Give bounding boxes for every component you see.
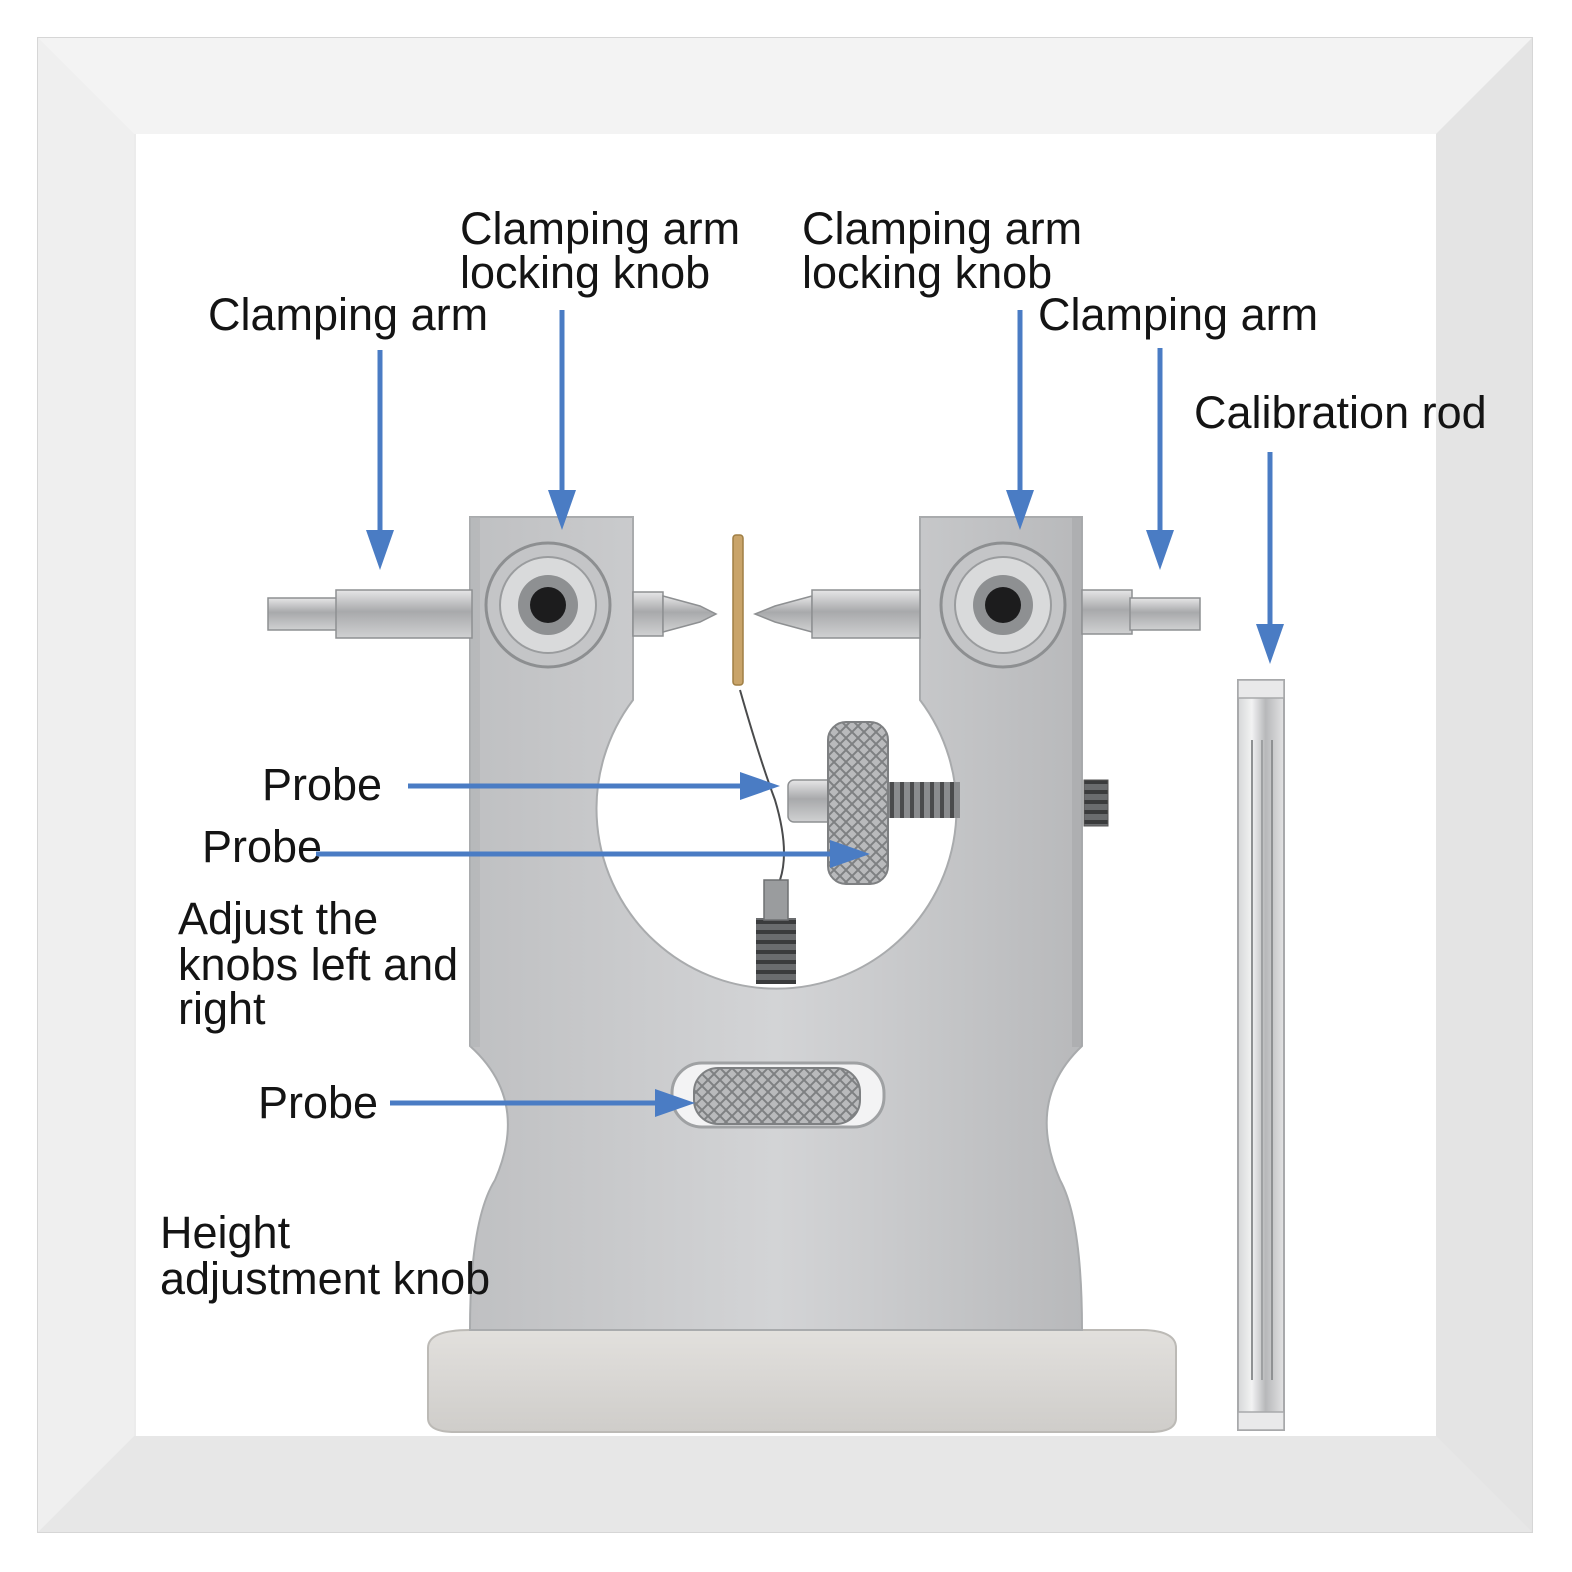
label-adjust-knobs-line2: knobs left and bbox=[178, 939, 458, 990]
label-height-knob-line2: adjustment knob bbox=[160, 1253, 490, 1304]
stand-body bbox=[468, 516, 1084, 1331]
balance-wheel bbox=[732, 534, 785, 881]
label-locking-knob-left-line2: locking knob bbox=[460, 247, 710, 298]
arrow-probe-2 bbox=[316, 840, 870, 868]
label-height-knob-line1: Height bbox=[160, 1207, 291, 1258]
arrow-locking-knob-right bbox=[1006, 310, 1034, 530]
clamping-arm-left-part bbox=[267, 589, 718, 639]
arrow-locking-knob-left bbox=[548, 310, 576, 530]
base-plate bbox=[427, 1329, 1177, 1433]
arrow-calibration-rod bbox=[1256, 452, 1284, 664]
locking-knob-left-part bbox=[484, 541, 612, 669]
label-locking-knob-left-line1: Clamping arm bbox=[460, 203, 740, 254]
label-locking-knob-right-line1: Clamping arm bbox=[802, 203, 1082, 254]
label-locking-knob-right-line2: locking knob bbox=[802, 247, 1052, 298]
arrow-clamping-arm-left bbox=[366, 350, 394, 570]
probe-assembly bbox=[756, 721, 960, 984]
label-adjust-knobs-line1: Adjust the bbox=[178, 893, 378, 944]
label-adjust-knobs-line3: right bbox=[178, 983, 266, 1034]
label-calibration-rod: Calibration rod bbox=[1194, 387, 1487, 438]
label-clamping-arm-left: Clamping arm bbox=[208, 289, 488, 340]
label-probe-2: Probe bbox=[202, 821, 322, 872]
arrow-probe-1 bbox=[408, 772, 780, 800]
label-probe-3: Probe bbox=[258, 1077, 378, 1128]
locking-knob-right-part bbox=[939, 541, 1067, 669]
side-set-screw bbox=[1083, 779, 1109, 827]
calibration-rod bbox=[1237, 679, 1285, 1431]
label-probe-1: Probe bbox=[262, 759, 382, 810]
arrow-probe-3 bbox=[390, 1089, 695, 1117]
arrow-clamping-arm-right bbox=[1146, 348, 1174, 570]
clamping-arm-right-part bbox=[752, 589, 1201, 639]
height-knob-slot bbox=[670, 1061, 886, 1129]
label-clamping-arm-right: Clamping arm bbox=[1038, 289, 1318, 340]
